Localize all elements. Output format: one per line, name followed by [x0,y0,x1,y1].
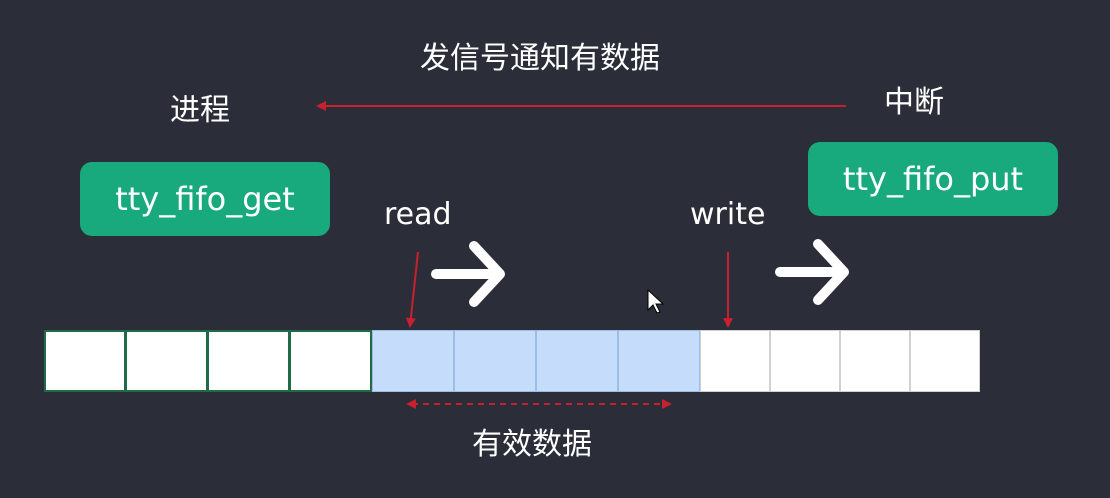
buffer-cell-free-2 [770,330,840,392]
tty-fifo-get-box: tty_fifo_get [80,162,330,236]
buffer-cell-consumed-3 [208,330,290,392]
read-pointer-arrow [405,251,419,328]
write-direction-arrow-icon [775,239,849,305]
buffer-cell-valid-4 [618,330,700,392]
signal-label: 发信号通知有数据 [420,41,660,76]
read-pointer-label: read [384,197,452,232]
tty-fifo-put-box: tty_fifo_put [808,142,1058,216]
write-pointer-label: write [690,197,766,232]
buffer-cell-free-3 [840,330,910,392]
tty-fifo-put-label: tty_fifo_put [842,160,1024,198]
valid-range-left-head [406,399,416,409]
mouse-pointer-icon [647,288,665,314]
buffer-cell-valid-1 [372,330,454,392]
process-label: 进程 [170,93,230,128]
interrupt-label: 中断 [884,85,944,120]
read-direction-arrow-icon [431,241,505,307]
buffer-cell-consumed-1 [44,330,126,392]
buffer-cell-consumed-2 [126,330,208,392]
valid-data-label: 有效数据 [472,427,592,462]
buffer-cell-free-4 [910,330,980,392]
buffer-cell-valid-2 [454,330,536,392]
tty-fifo-get-label: tty_fifo_get [115,180,295,218]
buffer-cell-free-1 [700,330,770,392]
buffer-cell-valid-3 [536,330,618,392]
valid-range-right-head [662,399,672,409]
buffer-cell-consumed-4 [290,330,372,392]
fifo-buffer [44,330,980,392]
